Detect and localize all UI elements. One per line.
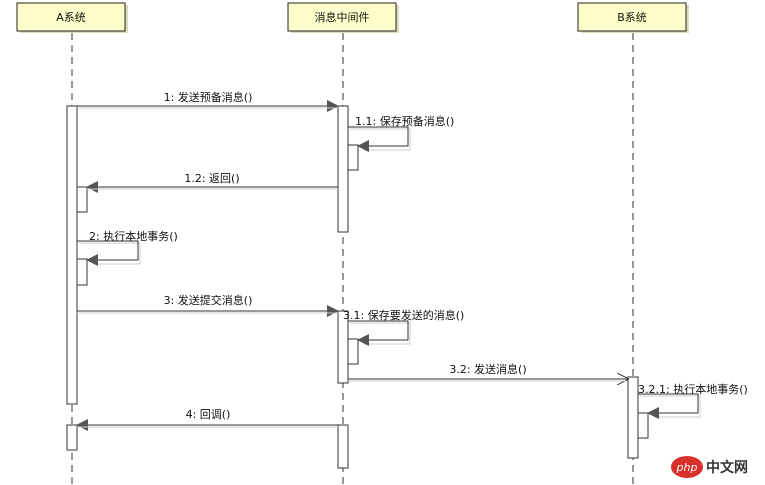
message-1-1-label: 1.1: 保存预备消息() — [355, 114, 454, 128]
message-3-1-label: 3.1: 保存要发送的消息() — [343, 308, 464, 322]
activation-mq-1 — [337, 105, 349, 233]
message-2-label: 2: 执行本地事务() — [89, 229, 178, 243]
participant-mq-label: 消息中间件 — [315, 10, 370, 24]
activation-a-return — [76, 186, 88, 213]
participant-b: B系统 — [577, 2, 689, 33]
message-1-2-label: 1.2: 返回() — [184, 172, 239, 185]
activation-a-local — [76, 258, 88, 286]
activation-b-main — [627, 376, 639, 459]
participant-a: A系统 — [16, 2, 128, 33]
activation-b-local — [637, 412, 649, 439]
participant-a-label: A系统 — [56, 11, 86, 24]
activation-a-main — [66, 105, 78, 405]
message-3: 3: 发送提交消息() — [77, 293, 339, 317]
message-4-label: 4: 回调() — [186, 408, 231, 421]
watermark-site-text: 中文网 — [706, 459, 748, 476]
message-3-2-1-label: 3.2.1: 执行本地事务() — [638, 382, 748, 396]
message-1-2: 1.2: 返回() — [86, 172, 338, 193]
message-3-1: 3.1: 保存要发送的消息() — [343, 308, 464, 346]
watermark-logo-text: php — [676, 461, 698, 474]
activation-mq-4 — [337, 424, 349, 469]
message-1-label: 1: 发送预备消息() — [164, 90, 253, 104]
message-3-2-label: 3.2: 发送消息() — [449, 362, 526, 376]
message-4: 4: 回调() — [76, 408, 338, 431]
activation-a-callback — [66, 424, 78, 451]
message-3-2: 3.2: 发送消息() — [348, 362, 628, 381]
message-3-label: 3: 发送提交消息() — [164, 293, 253, 307]
php-cn-watermark-logo: php 中文网 — [671, 456, 748, 478]
message-2: 2: 执行本地事务() — [77, 229, 178, 266]
message-1-1: 1.1: 保存预备消息() — [348, 114, 454, 152]
participant-mq: 消息中间件 — [287, 2, 399, 33]
participant-b-label: B系统 — [617, 11, 647, 24]
message-3-2-1: 3.2.1: 执行本地事务() — [638, 382, 748, 419]
activation-mq-3-1 — [347, 338, 359, 365]
activation-mq-1-1 — [347, 144, 359, 171]
message-1: 1: 发送预备消息() — [77, 90, 339, 112]
